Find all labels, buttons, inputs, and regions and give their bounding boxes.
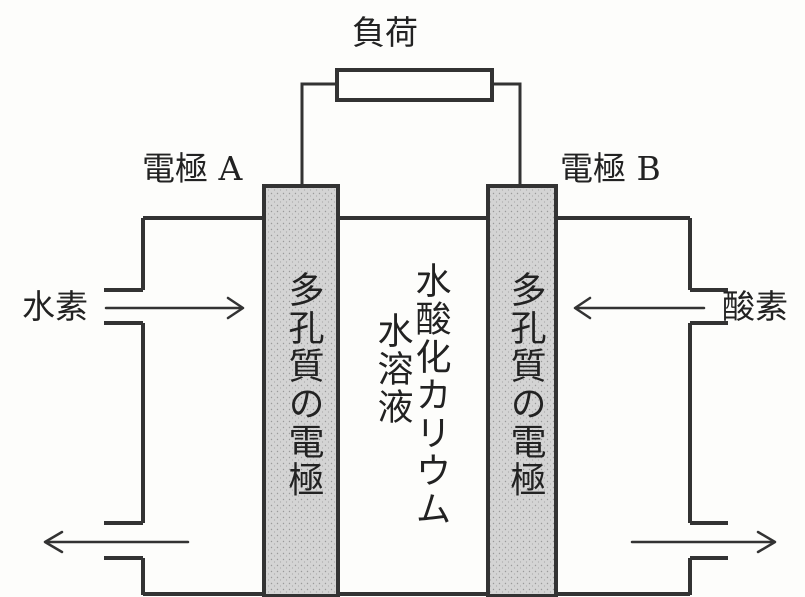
- electrode-a-label: 電極 A: [142, 149, 243, 188]
- left-outlet-arrow: [43, 530, 190, 554]
- electrode-a: [262, 184, 340, 597]
- circuit-wire: [300, 82, 522, 186]
- hydrogen-inlet-arrow: [104, 296, 245, 320]
- oxygen-inlet-arrow: [573, 296, 706, 320]
- electrode-b-label: 電極 B: [560, 149, 661, 188]
- electrolyte-label-line1: 水酸化カリウム: [409, 262, 451, 528]
- porous-electrode-right-label: 多孔質の電極: [504, 271, 546, 499]
- load-resistor: [335, 68, 494, 102]
- right-outlet-arrow: [630, 530, 777, 554]
- oxygen-label: 酸素: [722, 287, 788, 326]
- hydrogen-label: 水素: [22, 287, 88, 326]
- load-label: 負荷: [352, 13, 418, 52]
- porous-electrode-left-label: 多孔質の電極: [282, 271, 324, 499]
- electrolyte-label-line2: 水溶液: [371, 312, 413, 426]
- cell-container: [104, 216, 728, 596]
- electrode-b: [486, 184, 558, 597]
